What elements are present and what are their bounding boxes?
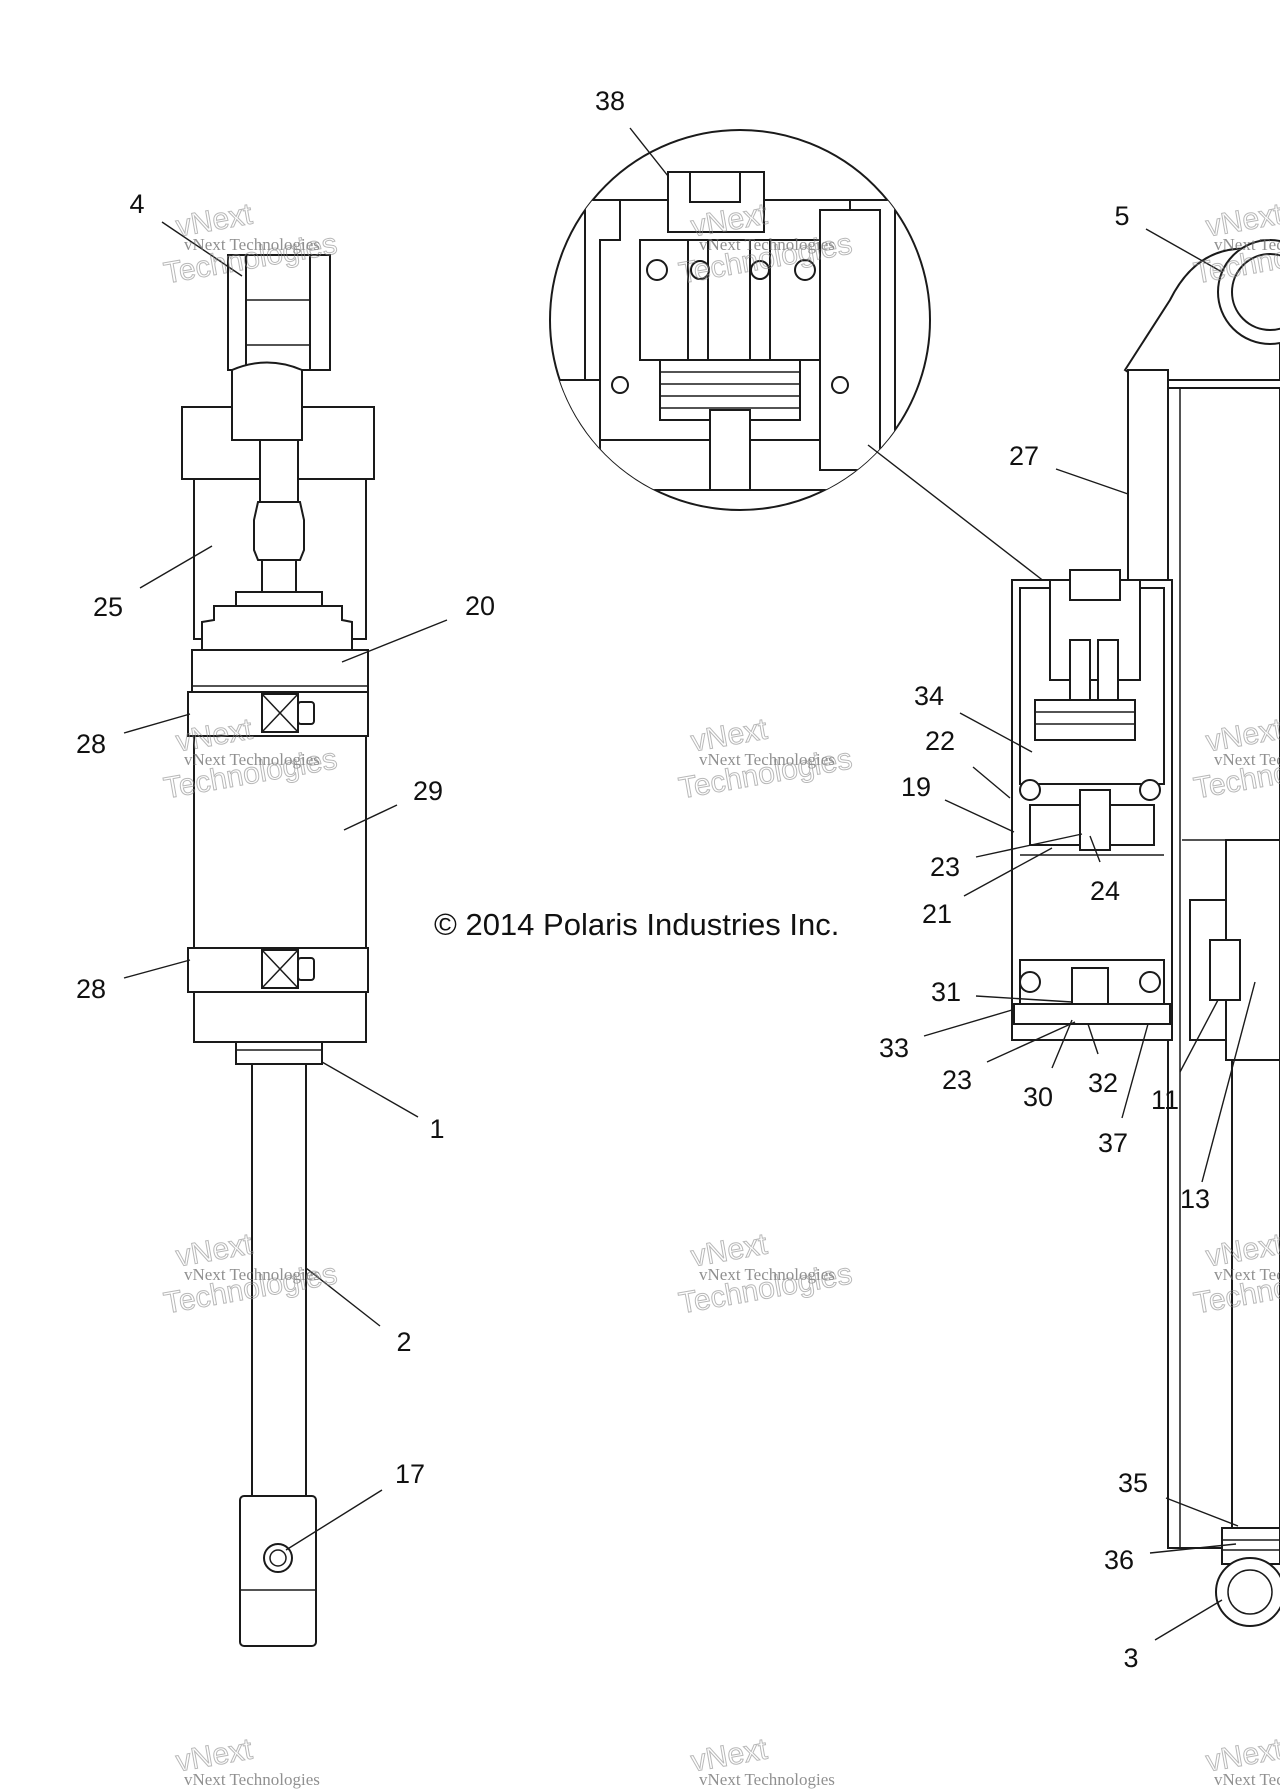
callout-35: 35 [1118, 1468, 1148, 1498]
callout-23-upper: 23 [930, 852, 960, 882]
callout-37: 37 [1098, 1128, 1128, 1158]
svg-text:vNext Technologies: vNext Technologies [699, 235, 835, 254]
watermark: vNext vNext Technologies [173, 1732, 320, 1789]
eyelet-inner [245, 254, 311, 371]
eyelet-yoke [231, 361, 303, 441]
svg-text:vNext Technologies: vNext Technologies [699, 1265, 835, 1284]
copyright-notice: © 2014 Polaris Industries Inc. [434, 907, 839, 942]
svg-text:vNext Technologies: vNext Technologies [184, 235, 320, 254]
callout-28-lower: 28 [76, 974, 106, 1004]
callout-28-upper: 28 [76, 729, 106, 759]
detail-magnified-view [549, 129, 1046, 583]
watermarks: vNext vNext Technologies Technologies vN… [161, 197, 1280, 1789]
callout-24: 24 [1090, 876, 1120, 906]
callout-34: 34 [914, 681, 944, 711]
callout-32: 32 [1088, 1068, 1118, 1098]
callout-30: 30 [1023, 1082, 1053, 1112]
eyelet-bushing [263, 1543, 293, 1573]
callout-22: 22 [925, 726, 955, 756]
svg-text:vNext Technologies: vNext Technologies [699, 750, 835, 769]
callout-21: 21 [922, 899, 952, 929]
watermark: vNext vNext Technologies [688, 1732, 835, 1789]
seal-head [235, 1041, 323, 1065]
watermark: vNext vNext Technologies Technologies [1191, 197, 1280, 291]
callout-17: 17 [395, 1459, 425, 1489]
callout-11: 11 [1151, 1085, 1179, 1115]
svg-text:vNext Technologies: vNext Technologies [1214, 1770, 1280, 1789]
piston-band [191, 649, 369, 693]
right-shock-assembly [1011, 239, 1280, 1627]
watermark: vNext vNext Technologies Technologies [676, 712, 855, 806]
callout-29: 29 [413, 776, 443, 806]
callout-20: 20 [465, 591, 495, 621]
callout-1: 1 [429, 1114, 444, 1144]
svg-text:vNext Technologies: vNext Technologies [184, 750, 320, 769]
shaft-middle [261, 559, 297, 593]
body-lower-end [193, 991, 367, 1043]
svg-text:vNext Technologies: vNext Technologies [184, 1770, 320, 1789]
watermark: vNext vNext Technologies Technologies [161, 1227, 340, 1321]
shock-shaft [251, 1063, 307, 1497]
leader-lines [123, 127, 1256, 1641]
callout-3: 3 [1123, 1643, 1138, 1673]
shaft-upper [259, 439, 299, 503]
callout-4: 4 [129, 189, 144, 219]
shock-body [193, 735, 367, 949]
callout-36: 36 [1104, 1545, 1134, 1575]
right-bottom-eyelet [1215, 1557, 1280, 1627]
callout-2: 2 [396, 1327, 411, 1357]
svg-text:vNext Technologies: vNext Technologies [699, 1770, 835, 1789]
callout-38: 38 [595, 86, 625, 116]
left-shock-assembly [181, 254, 375, 1647]
callout-13: 13 [1180, 1184, 1210, 1214]
callout-5: 5 [1114, 201, 1129, 231]
callout-labels: 4 25 20 28 29 28 1 2 17 38 5 27 34 22 19… [76, 86, 1210, 1673]
watermark: vNext vNext Technologies Technologies [676, 1227, 855, 1321]
callout-27: 27 [1009, 441, 1039, 471]
callout-19: 19 [901, 772, 931, 802]
shaft-nut [253, 501, 305, 561]
svg-text:vNext Technologies: vNext Technologies [1214, 750, 1280, 769]
svg-text:vNext Technologies: vNext Technologies [1214, 235, 1280, 254]
callout-25: 25 [93, 592, 123, 622]
callout-23-lower: 23 [942, 1065, 972, 1095]
floating-piston [201, 605, 353, 651]
callout-33: 33 [879, 1033, 909, 1063]
detail-pointer-line [867, 444, 1046, 583]
svg-text:vNext Technologies: vNext Technologies [1214, 1265, 1280, 1284]
bumper-washer [235, 591, 323, 607]
watermark: vNext vNext Technologies [1203, 1732, 1280, 1789]
callout-31: 31 [931, 977, 961, 1007]
svg-text:vNext Technologies: vNext Technologies [184, 1265, 320, 1284]
